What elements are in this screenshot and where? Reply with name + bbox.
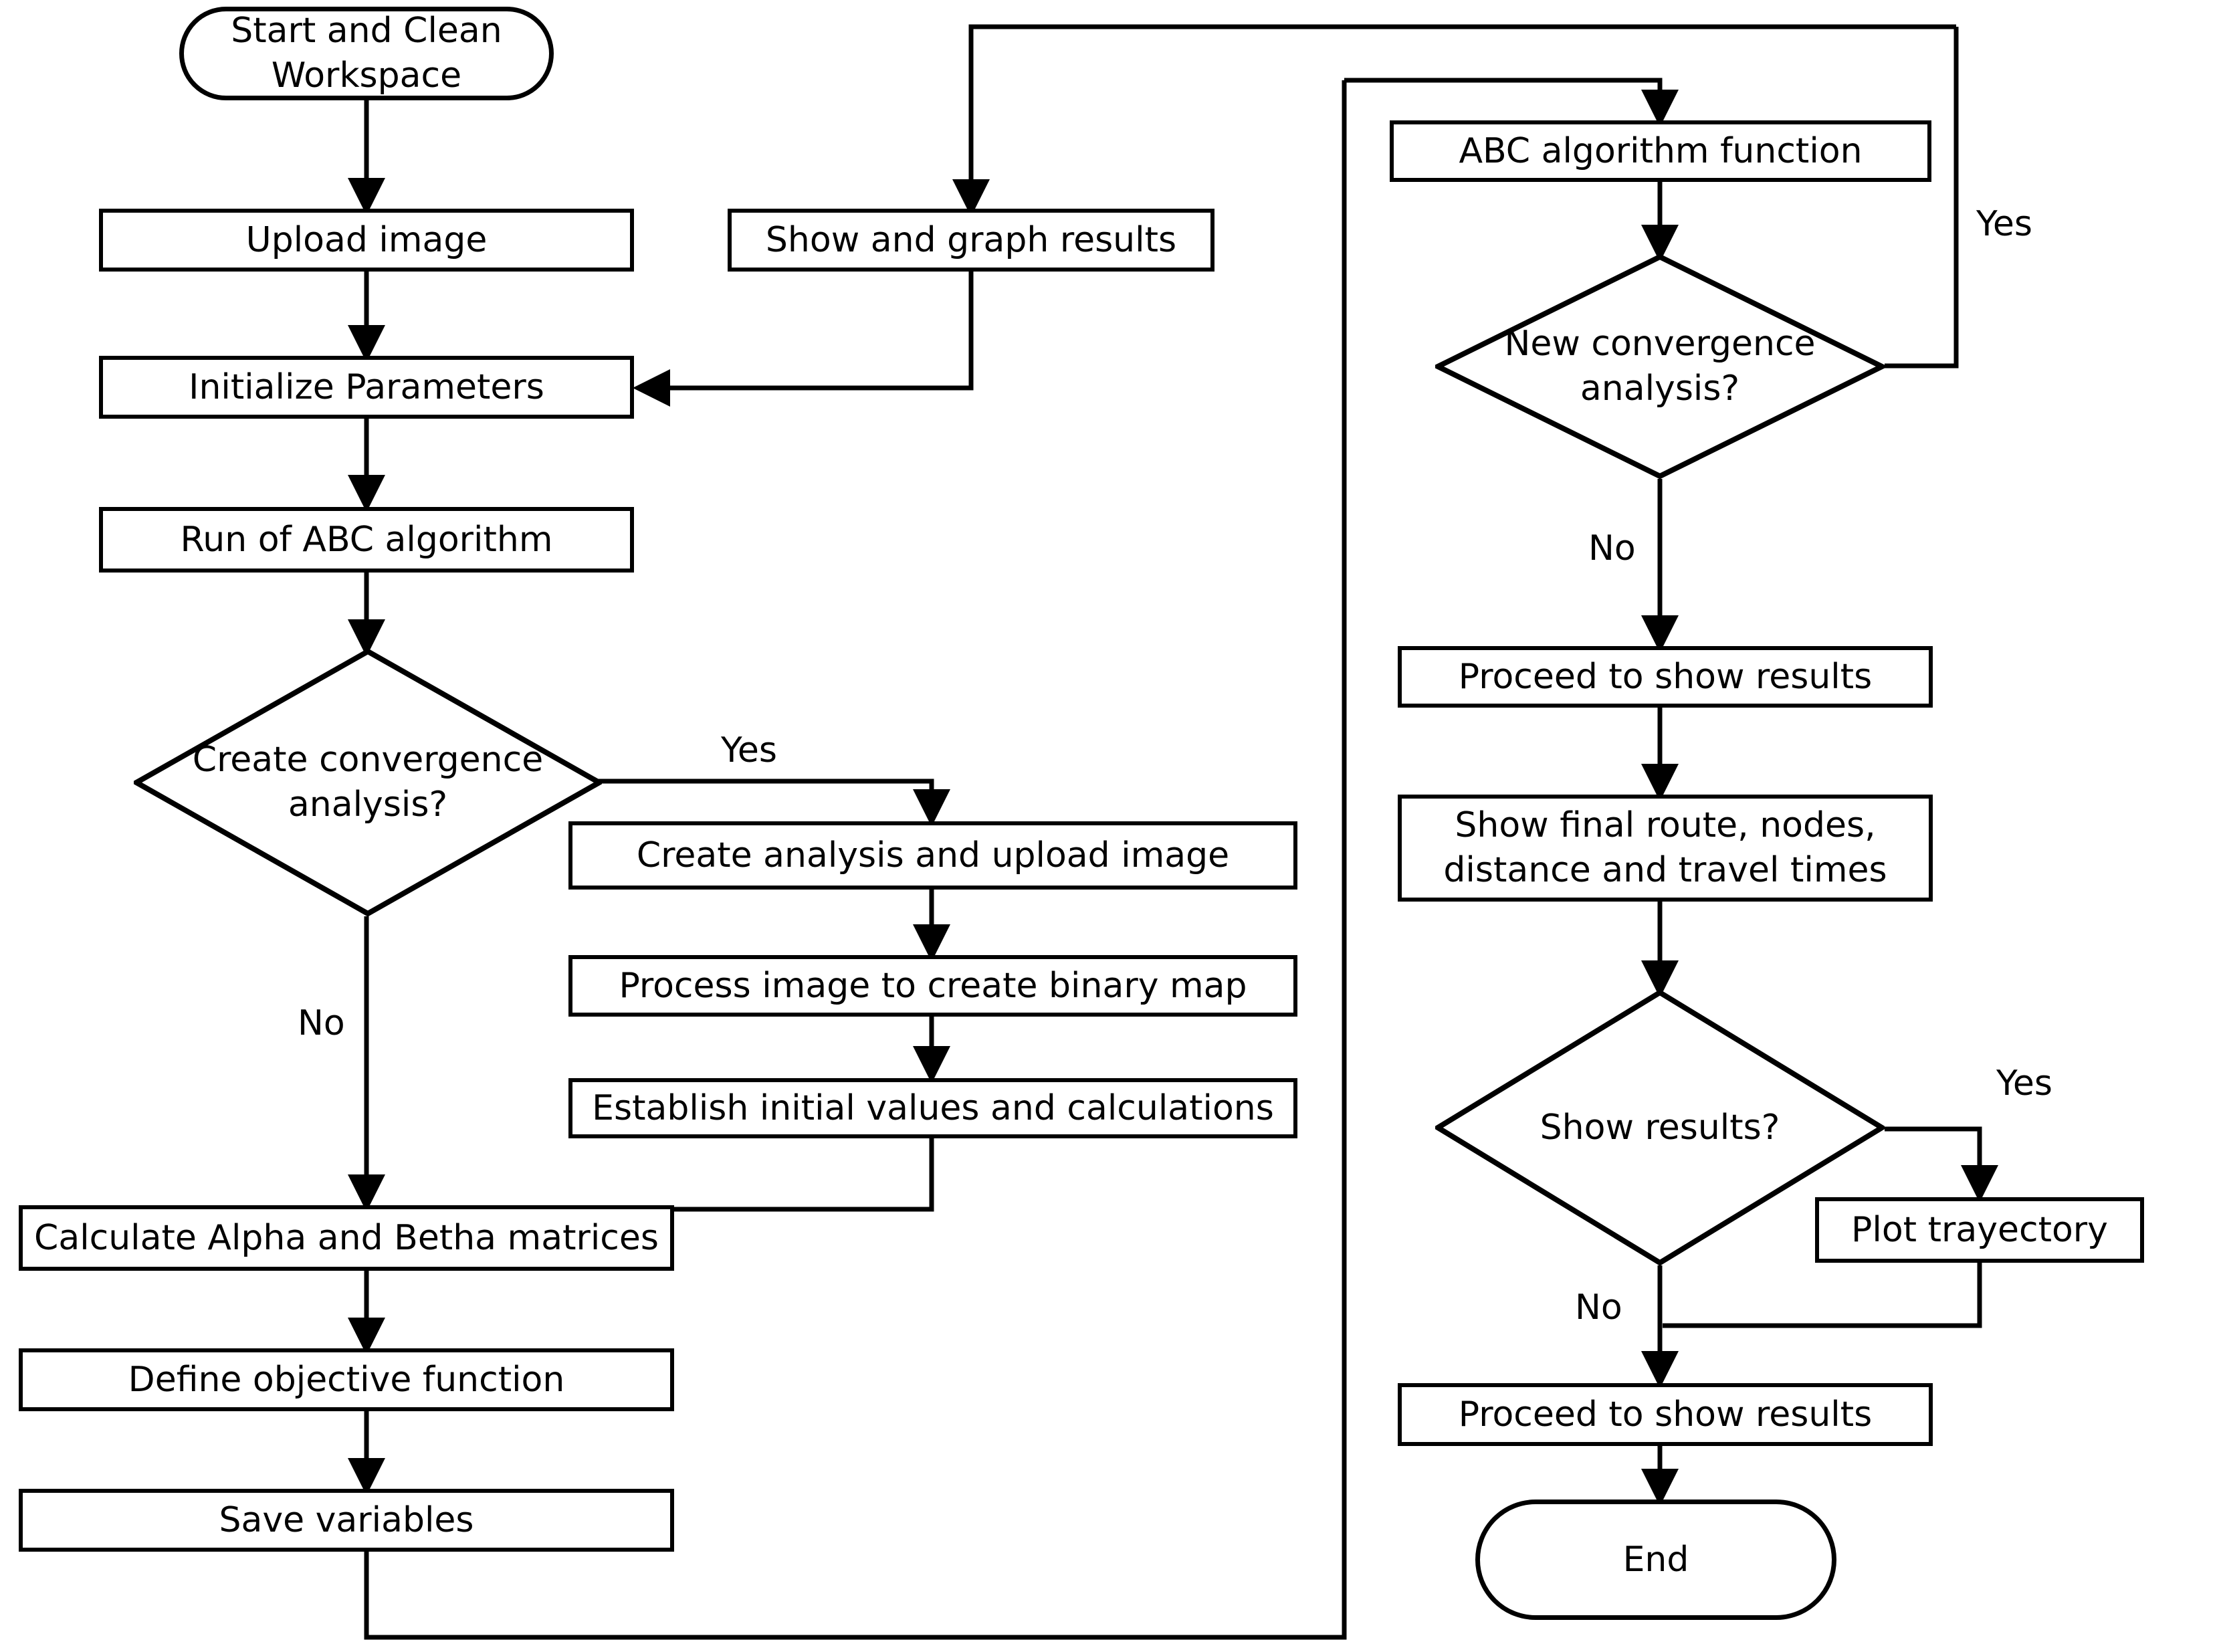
- node-calculate-matrices-label: Calculate Alpha and Betha matrices: [34, 1217, 659, 1258]
- node-proceed-to-show-results-1-label: Proceed to show results: [1458, 656, 1873, 697]
- node-end[interactable]: End: [1475, 1500, 1836, 1620]
- node-create-analysis-upload-image-label: Create analysis and upload image: [636, 835, 1230, 875]
- node-show-and-graph-results-label: Show and graph results: [765, 219, 1177, 260]
- node-save-variables-label: Save variables: [219, 1500, 474, 1540]
- node-start-label: Start and Clean Workspace: [231, 11, 502, 96]
- node-new-convergence-decision-label: New convergence analysis?: [1504, 324, 1816, 409]
- node-initialize-parameters-label: Initialize Parameters: [189, 367, 544, 407]
- node-save-variables[interactable]: Save variables: [19, 1489, 674, 1552]
- edge-label-new-convergence-yes: Yes: [1976, 204, 2032, 244]
- node-run-abc-algorithm[interactable]: Run of ABC algorithm: [99, 507, 634, 573]
- edge-label-show-results-yes: Yes: [1996, 1063, 2052, 1104]
- diamond-outline: [1435, 990, 1885, 1265]
- node-show-results-decision[interactable]: Show results?: [1435, 990, 1885, 1265]
- node-end-label: End: [1622, 1539, 1689, 1580]
- node-show-results-decision-label: Show results?: [1540, 1107, 1780, 1148]
- node-create-convergence-decision[interactable]: Create convergence analysis?: [134, 649, 602, 916]
- edge-label-create-convergence-no: No: [298, 1003, 345, 1043]
- node-show-final-route[interactable]: Show final route, nodes, distance and tr…: [1398, 795, 1933, 902]
- edge-label-new-convergence-no: No: [1588, 528, 1636, 569]
- node-plot-trayectory-label: Plot trayectory: [1851, 1209, 2108, 1250]
- node-upload-image[interactable]: Upload image: [99, 209, 634, 272]
- node-initialize-parameters[interactable]: Initialize Parameters: [99, 356, 634, 419]
- node-new-convergence-decision[interactable]: New convergence analysis?: [1435, 254, 1885, 479]
- node-abc-algorithm-function-label: ABC algorithm function: [1459, 130, 1863, 171]
- node-calculate-matrices[interactable]: Calculate Alpha and Betha matrices: [19, 1205, 674, 1271]
- node-proceed-to-show-results-2-label: Proceed to show results: [1458, 1394, 1873, 1435]
- node-define-objective-function[interactable]: Define objective function: [19, 1348, 674, 1411]
- node-process-image-binary-map[interactable]: Process image to create binary map: [568, 955, 1297, 1017]
- edge-label-create-convergence-yes: Yes: [721, 730, 777, 770]
- node-abc-algorithm-function[interactable]: ABC algorithm function: [1390, 120, 1931, 182]
- node-show-and-graph-results[interactable]: Show and graph results: [728, 209, 1214, 272]
- edge-label-show-results-no: No: [1575, 1287, 1622, 1328]
- node-establish-initial-values-label: Establish initial values and calculation…: [592, 1088, 1274, 1128]
- node-upload-image-label: Upload image: [245, 219, 488, 260]
- node-show-final-route-label: Show final route, nodes, distance and tr…: [1443, 805, 1887, 890]
- node-define-objective-function-label: Define objective function: [128, 1359, 565, 1400]
- diamond-outline: [1435, 254, 1885, 479]
- node-process-image-binary-map-label: Process image to create binary map: [619, 965, 1247, 1006]
- node-create-analysis-upload-image[interactable]: Create analysis and upload image: [568, 821, 1297, 890]
- node-plot-trayectory[interactable]: Plot trayectory: [1815, 1197, 2144, 1263]
- node-proceed-to-show-results-2[interactable]: Proceed to show results: [1398, 1383, 1933, 1446]
- node-create-convergence-decision-label: Create convergence analysis?: [192, 740, 544, 825]
- node-proceed-to-show-results-1[interactable]: Proceed to show results: [1398, 646, 1933, 708]
- node-run-abc-algorithm-label: Run of ABC algorithm: [180, 519, 553, 560]
- node-establish-initial-values[interactable]: Establish initial values and calculation…: [568, 1078, 1297, 1138]
- node-start[interactable]: Start and Clean Workspace: [179, 7, 554, 100]
